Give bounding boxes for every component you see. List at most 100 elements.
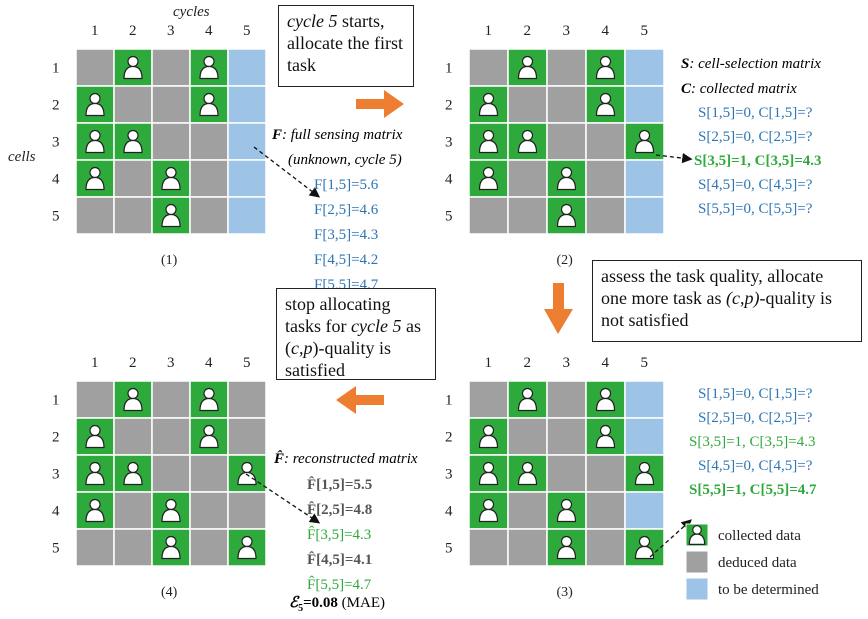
box-stop-allocating: stop allocating tasks for cycle 5 as (c,… <box>276 288 436 380</box>
cell-5-5 <box>624 528 665 567</box>
legend-person-icon <box>688 525 706 545</box>
cell-5-4 <box>189 528 229 567</box>
cell-5-5 <box>227 196 267 235</box>
person-icon <box>85 129 105 154</box>
c-title: : collected matrix <box>691 81 797 97</box>
sel3-entry-2: S[2,5]=0, C[2,5]=? <box>698 410 813 426</box>
recon-entry-4: F̂[4,5]=4.1 <box>307 551 372 568</box>
cell-4-2 <box>507 159 548 198</box>
error-value: =0.08 <box>303 595 338 611</box>
sel3-entry-5: S[5,5]=1, C[5,5]=4.7 <box>689 482 817 498</box>
box1-italic: cycle 5 <box>287 11 338 31</box>
cell-3-3 <box>151 454 191 493</box>
cell-3-4 <box>189 454 229 493</box>
person-icon <box>199 55 219 80</box>
cell-4-4 <box>585 491 626 530</box>
cell-1-5 <box>227 380 267 419</box>
row-label: 5 <box>445 541 453 557</box>
person-icon <box>123 129 143 154</box>
col-label: 1 <box>91 23 99 39</box>
svg-text:ℰ5=0.08 (MAE): ℰ5=0.08 (MAE) <box>289 595 385 614</box>
row-label: 5 <box>445 209 453 225</box>
sel3-entry-1: S[1,5]=0, C[1,5]=? <box>698 386 813 402</box>
recon-entry-1: F̂[1,5]=5.5 <box>307 476 372 493</box>
svg-text:F: full sensing matrix: F: full sensing matrix <box>271 127 403 143</box>
s-title: : cell-selection matrix <box>689 56 821 72</box>
col-label: 5 <box>641 23 649 39</box>
full-entry-1: F[1,5]=5.6 <box>314 177 379 193</box>
recon-entry-3: F̂[3,5]=4.3 <box>307 526 371 543</box>
cell-1-3 <box>151 380 191 419</box>
legend-swatch-deduced <box>685 550 709 574</box>
full-entry-4: F[4,5]=4.2 <box>314 252 378 268</box>
row-label: 2 <box>445 430 453 446</box>
sel-entry-3: S[3,5]=1, C[3,5]=4.3 <box>694 153 822 169</box>
cell-3-3 <box>151 122 191 161</box>
legend-swatch-undetermined <box>685 577 709 601</box>
pointer-grid4-to-reconstructed <box>245 473 321 524</box>
full-matrix-title: : full sensing matrix <box>282 127 403 143</box>
full-matrix-symbol: F <box>271 127 282 143</box>
col-label: 2 <box>129 23 137 39</box>
cell-5-2 <box>507 196 548 235</box>
person-icon <box>237 535 257 560</box>
legend-label-collected: collected data <box>718 528 801 544</box>
cell-4-5 <box>624 491 665 530</box>
cell-2-2 <box>113 85 153 124</box>
col-label: 2 <box>524 355 532 371</box>
box3-italic: cycle 5 <box>351 316 402 336</box>
col-label: 5 <box>243 23 251 39</box>
error-symbol: ℰ <box>289 595 300 611</box>
row-label: 2 <box>445 98 453 114</box>
box3-italic2: c,p <box>291 338 313 358</box>
person-icon <box>85 166 105 191</box>
cell-2-2 <box>507 417 548 456</box>
cell-2-5 <box>624 85 665 124</box>
cell-2-3 <box>546 417 587 456</box>
cell-1-1 <box>75 380 115 419</box>
cell-5-1 <box>468 196 509 235</box>
cell-1-1 <box>75 48 115 87</box>
row-label: 1 <box>445 61 453 77</box>
col-label: 5 <box>243 355 251 371</box>
sel-entry-5: S[5,5]=0, C[5,5]=? <box>698 201 813 217</box>
person-icon <box>85 92 105 117</box>
sel-entry-1: S[1,5]=0, C[1,5]=? <box>698 105 813 121</box>
col-label: 4 <box>602 23 610 39</box>
orange-arrow-right <box>356 90 404 118</box>
grid-caption: (3) <box>557 585 574 600</box>
person-icon <box>199 424 219 449</box>
row-label: 4 <box>445 504 453 520</box>
reconstructed-panel: F̂: reconstructed matrix F̂[1,5]=5.5 F̂[… <box>273 449 418 614</box>
person-icon <box>556 166 577 191</box>
box2-text: assess the task quality, allocate one mo… <box>601 266 824 308</box>
error-sub: 5 <box>298 603 303 614</box>
col-label: 1 <box>485 23 493 39</box>
cell-5-2 <box>507 528 548 567</box>
person-icon <box>85 461 105 486</box>
person-icon <box>478 461 499 486</box>
box2-italic: (c,p) <box>725 288 760 308</box>
cell-5-4 <box>585 528 626 567</box>
cell-4-5 <box>227 491 267 530</box>
row-label: 4 <box>445 172 453 188</box>
box3-line2: as ( <box>285 316 421 358</box>
col-label: 5 <box>641 355 649 371</box>
pointer-grid2-to-selection <box>655 152 693 164</box>
col-label: 3 <box>563 355 571 371</box>
cell-1-1 <box>468 380 509 419</box>
person-icon <box>556 498 577 523</box>
pointer-grid3-to-selection <box>649 519 692 558</box>
col-label: 2 <box>129 355 137 371</box>
person-icon <box>123 387 143 412</box>
grid-caption: (1) <box>161 253 178 268</box>
person-icon <box>688 525 706 545</box>
full-matrix-subtitle: (unknown, cycle 5) <box>288 152 402 168</box>
person-icon <box>595 424 616 449</box>
col-label: 2 <box>524 23 532 39</box>
row-label: 5 <box>52 209 60 225</box>
person-icon <box>634 461 655 486</box>
cell-1-5 <box>624 48 665 87</box>
cell-1-3 <box>546 380 587 419</box>
